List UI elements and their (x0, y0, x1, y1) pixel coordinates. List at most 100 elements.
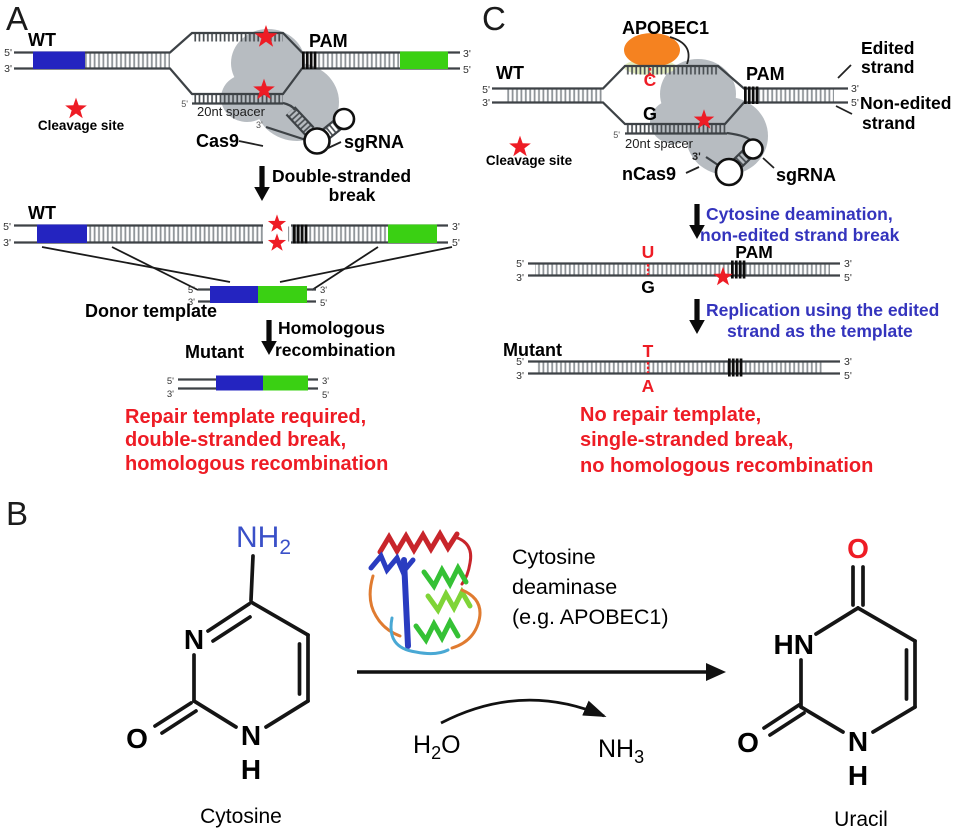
strand-end-label: 3' (844, 356, 852, 368)
edited-strand-pointer (837, 64, 852, 79)
sgrna-label: sgRNA (776, 165, 836, 185)
apobec1-label: APOBEC1 (622, 18, 709, 38)
panel-c: C (482, 0, 951, 477)
panel-b-letter: B (6, 495, 28, 532)
strand-end-label: 5' (4, 47, 12, 59)
pam-label: PAM (746, 64, 785, 84)
mutant-label: Mutant (503, 340, 562, 360)
base-t: T (643, 341, 654, 361)
step-strand-break: non-edited strand break (700, 225, 900, 245)
sgrna-loop-small (332, 107, 356, 131)
pam-bars (731, 260, 746, 279)
strand-end-label: 5' (322, 390, 329, 401)
strand-end-label: 3' (167, 389, 174, 400)
edited-strand-label2: strand (861, 57, 914, 77)
strand-end-label: 3' (3, 237, 11, 249)
mutant-label: Mutant (185, 342, 244, 362)
pam-bars (728, 358, 743, 377)
summary-line: Repair template required, (125, 406, 366, 428)
strand-end-label: 3' (452, 221, 460, 233)
pam-bars (293, 224, 308, 244)
oxygen-atom: O (737, 727, 759, 758)
step-homologous: Homologous (278, 318, 385, 338)
summary-line: homologous recombination (125, 453, 388, 475)
spacer-label: 20nt spacer (625, 136, 694, 151)
cleavage-star (267, 214, 287, 232)
strand-end-label: 5' (463, 64, 471, 76)
water-label: H2O (413, 731, 461, 763)
cytosine-structure: NH2 N O N H Cytosine (126, 521, 310, 828)
ammonia-label: NH3 (598, 735, 644, 767)
wt-label: WT (496, 63, 524, 83)
non-edited-strand-path (492, 101, 848, 126)
down-arrow-icon (254, 166, 270, 201)
strand-end-label: 5' (516, 258, 524, 270)
strand-end-label: 5' (3, 221, 11, 233)
pam-bars (744, 86, 759, 104)
pam-label: PAM (735, 242, 773, 262)
oxygen-atom: O (126, 723, 148, 754)
mutant-ta-duplex: Mutant T A 5' 3' 3' 5' (503, 340, 852, 396)
sgrna-loop-small (742, 138, 764, 160)
sgrna-label: sgRNA (344, 132, 404, 152)
cleavage-site-legend: Cleavage site (486, 135, 573, 168)
strand-end-label: 3' (4, 63, 12, 75)
ncas9-label: nCas9 (622, 164, 676, 184)
base-g: G (643, 104, 657, 124)
strand-end-label: 3' (692, 151, 701, 163)
strand-end-label: 5' (167, 376, 174, 387)
alignment-line (111, 246, 199, 291)
sgrna-loop-large (714, 157, 744, 187)
step-deamination: Cytosine deamination, (706, 204, 893, 224)
pam-label: PAM (309, 31, 348, 51)
summary-line: No repair template, (580, 404, 761, 426)
edited-strand-path (492, 64, 848, 90)
panel-b: B NH2 N O N H Cytosine (6, 495, 917, 831)
enzyme-line: deaminase (512, 575, 617, 599)
edited-base-c: C (644, 70, 657, 90)
strand-end-label: 5' (844, 272, 852, 284)
donor-template-label: Donor template (85, 301, 217, 321)
nitrogen-atom: N (241, 720, 261, 751)
enzyme-line: Cytosine (512, 545, 596, 569)
cas9-pointer-line (238, 140, 264, 147)
top-strand (14, 31, 460, 54)
edited-strand-label: Edited (861, 38, 914, 58)
donor-template: 5' 3' 3' 5' Donor template (85, 285, 327, 321)
step-replication2: strand as the template (727, 321, 913, 341)
sgrna-pointer-line (762, 157, 775, 169)
base-u: U (642, 242, 655, 262)
keto-oxygen-atom: O (847, 533, 869, 564)
sgrna-scaffold (705, 131, 764, 187)
down-arrow-icon (689, 299, 705, 334)
strand-end-label: 3' (322, 376, 329, 387)
strand-end-label: 5' (482, 84, 490, 96)
summary-line: no homologous recombination (580, 455, 873, 477)
homology-arm-left (33, 51, 85, 69)
enzyme-caption: Cytosine deaminase (e.g. APOBEC1) (512, 545, 669, 629)
wt-dna-rloop: WT 5' 3' PAM 3' 5' 5' 20nt spacer 3' Cas… (4, 25, 471, 155)
nitrogen-atom: N (184, 624, 204, 655)
cytosine-caption: Cytosine (200, 805, 282, 828)
non-edited-strand-label: Non-edited (860, 93, 951, 113)
bottom-strand (14, 67, 460, 96)
cas9-protein-blob (221, 29, 339, 141)
spacer-label: 20nt spacer (197, 104, 266, 119)
strand-end-label: 3' (188, 297, 195, 308)
alignment-line (41, 246, 231, 283)
strand-end-label: 5' (613, 130, 620, 140)
strand-end-label: 5' (844, 370, 852, 382)
ncas9-pointer-line (685, 166, 700, 174)
step-break: break (329, 185, 376, 205)
cas9-label: Cas9 (196, 131, 239, 151)
uracil-caption: Uracil (834, 808, 888, 831)
wt-label: WT (28, 203, 56, 223)
strand-end-label: 3' (320, 285, 327, 296)
sgrna-pointer-line (325, 141, 342, 150)
reaction-arrowhead (706, 663, 726, 681)
homology-arm-right (400, 51, 448, 69)
cleavage-site-label: Cleavage site (38, 118, 125, 133)
panel-a: A (3, 0, 471, 475)
strand-end-label: 5' (851, 97, 859, 109)
non-edited-strand-label2: strand (862, 113, 915, 133)
